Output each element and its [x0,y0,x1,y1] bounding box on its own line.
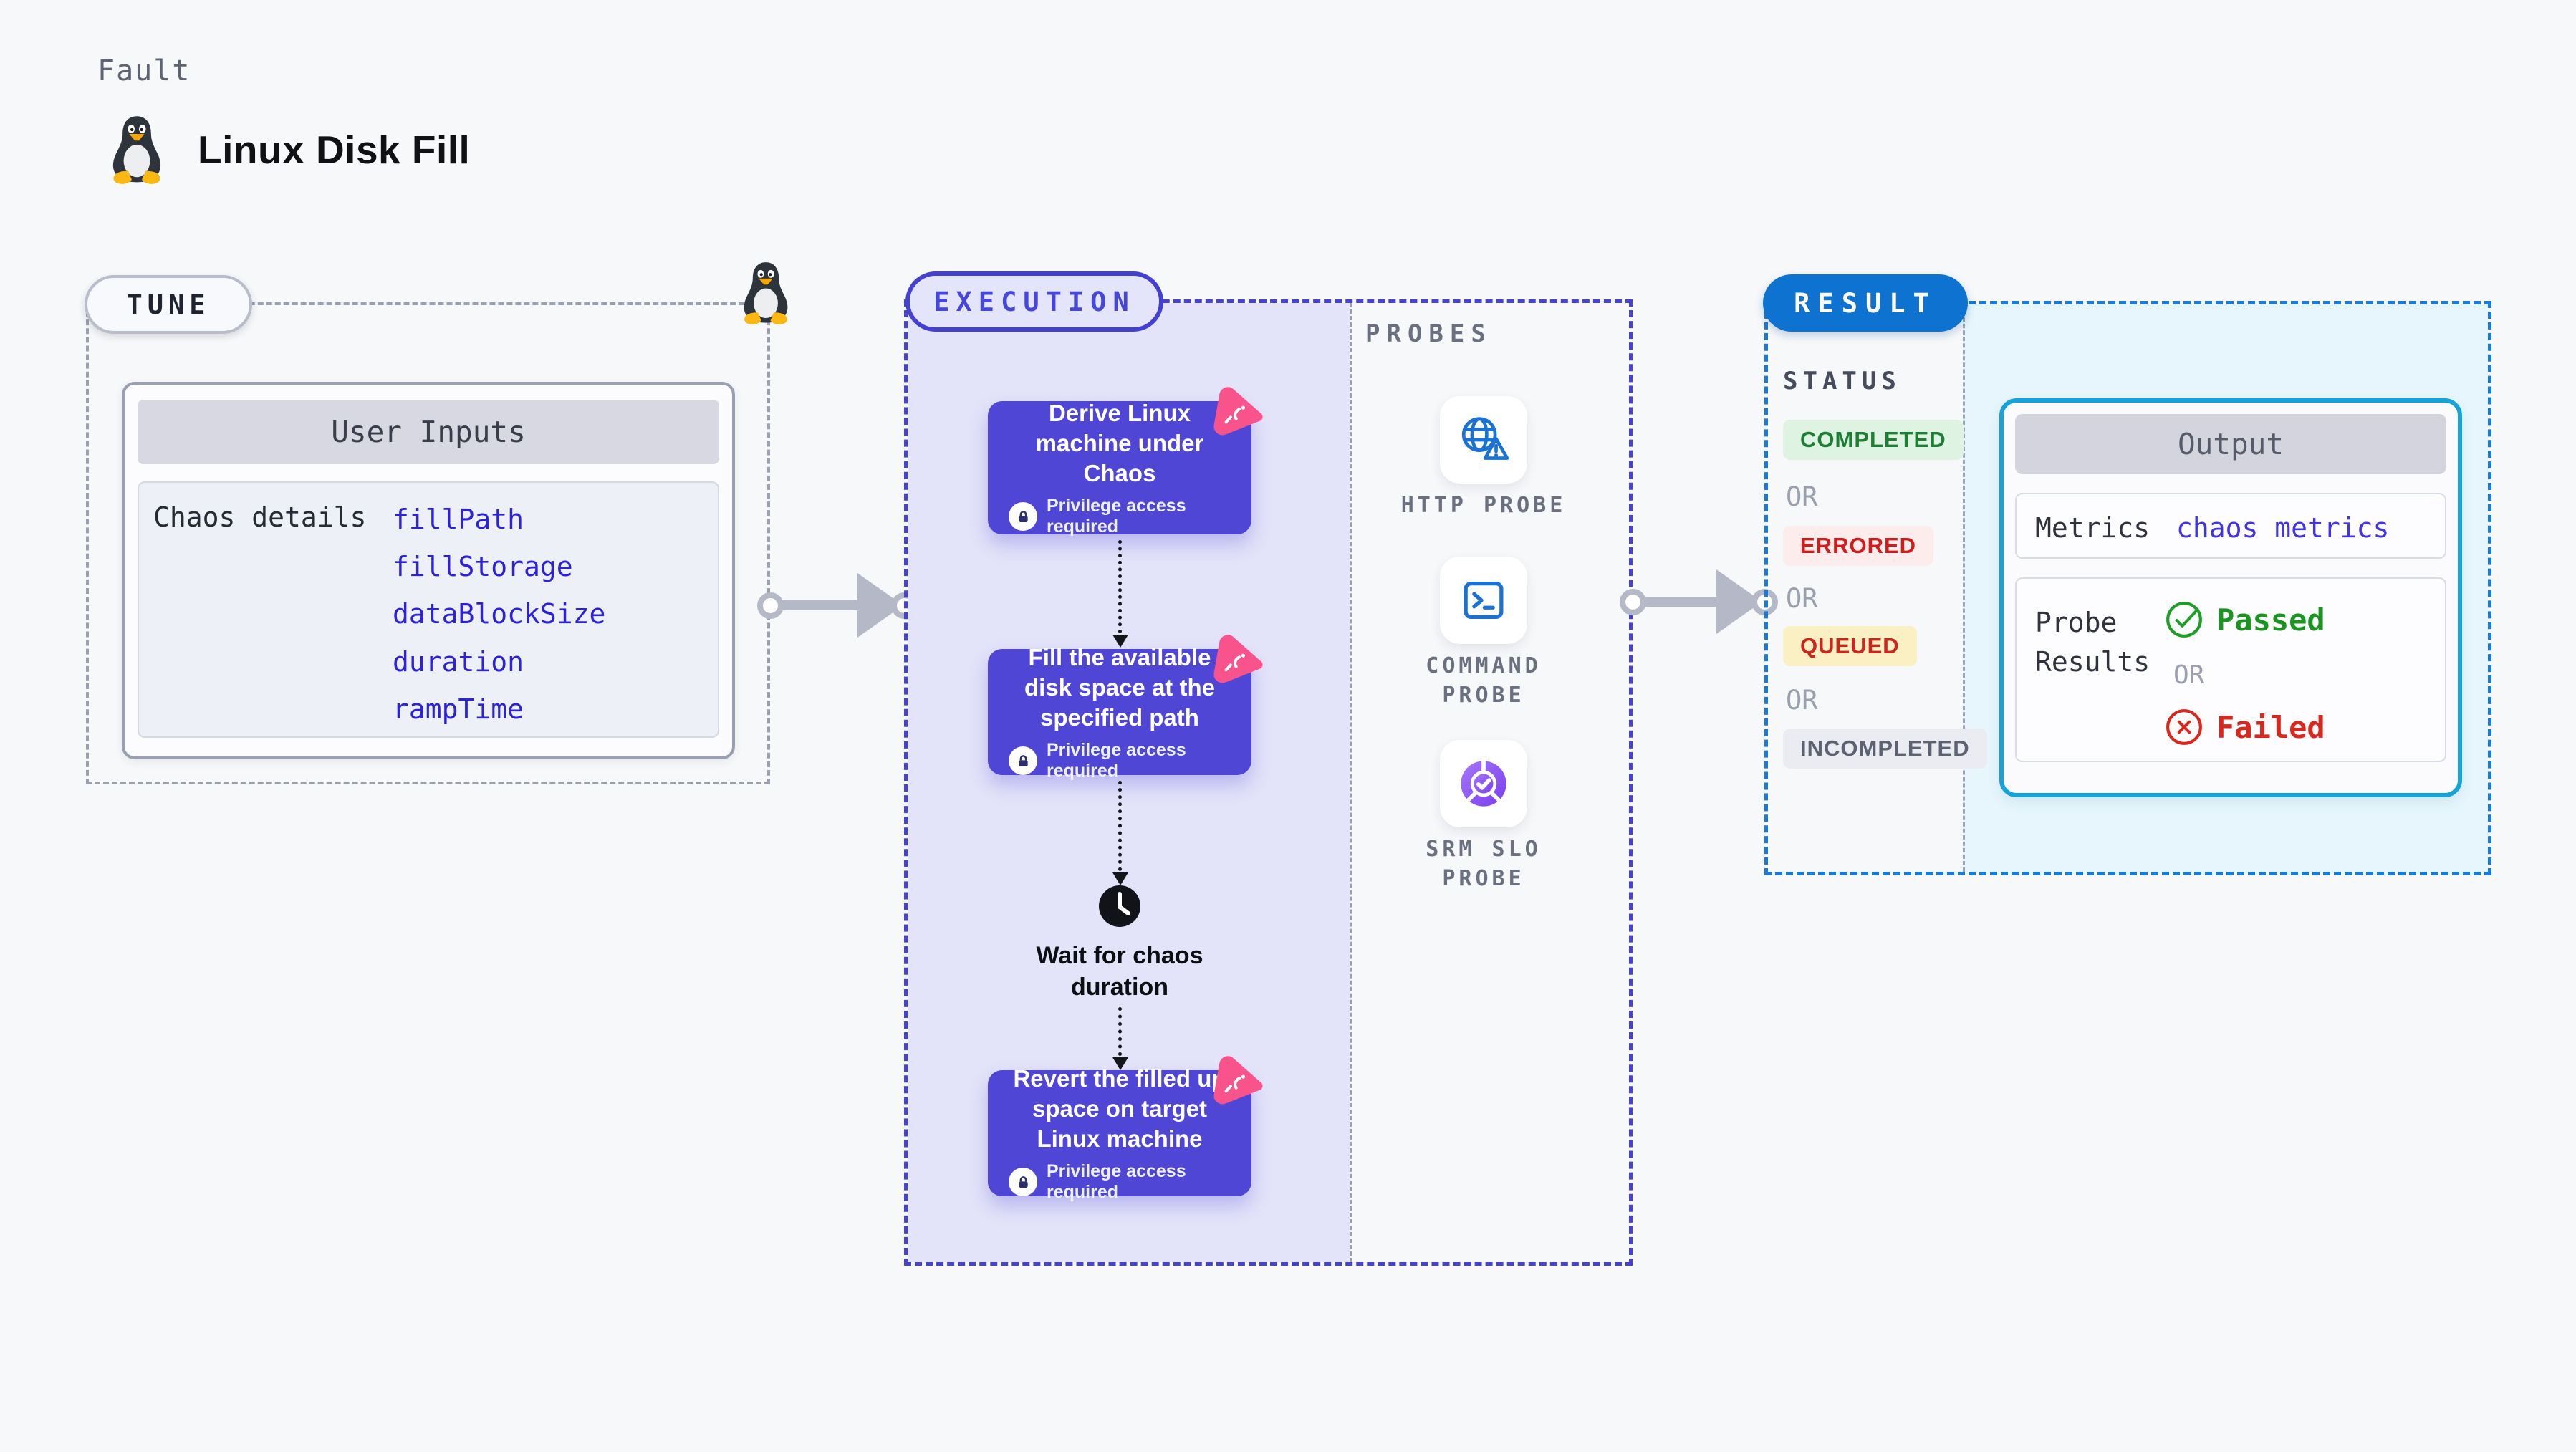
tux-penguin-icon [106,113,168,186]
metrics-label: Metrics [2035,512,2150,544]
command-probe-card [1440,557,1527,644]
result-section-badge: RESULT [1763,274,1968,332]
privilege-row: Privilege access required [1009,1161,1231,1203]
execution-step-derive: Derive Linux machine under Chaos Privile… [988,399,1251,537]
flow-arrow-line [1118,540,1122,633]
metrics-row [2015,493,2446,559]
tune-value-fillpath: fillPath [393,504,524,535]
passed-label: Passed [2216,602,2325,638]
or-separator: OR [1786,685,1818,716]
probe-results-label: Probe Results [2035,607,2150,678]
srm-slo-probe-label: SRM SLO PROBE [1426,837,1542,891]
connector-node-dot [1620,589,1646,615]
check-circle-icon [2165,600,2203,639]
tux-penguin-icon [738,259,794,327]
failed-label: Failed [2216,709,2325,745]
http-probe-card [1440,396,1527,484]
privilege-label: Privilege access required [1047,740,1186,782]
flow-arrowhead-icon [1112,635,1128,648]
page-title: Linux Disk Fill [198,128,471,172]
connector-arrow-line [776,600,863,610]
result-status-divider [1963,304,1965,872]
http-probe-label: HTTP PROBE [1400,493,1567,518]
step-title: Revert the filled up space on target Lin… [1013,1064,1226,1153]
slo-donut-check-icon [1456,756,1511,811]
tune-value-datablocksize: dataBlockSize [393,598,606,630]
chaos-metrics-link[interactable]: chaos metrics [2176,512,2390,544]
execution-step-revert: Revert the filled up space on target Lin… [988,1065,1251,1202]
x-circle-icon [2165,708,2203,746]
tune-section-frame [86,302,770,784]
privilege-label: Privilege access required [1047,496,1186,537]
privilege-label: Privilege access required [1047,1161,1186,1203]
user-inputs-body [138,481,719,738]
terminal-icon [1456,573,1511,628]
tune-section-badge: TUNE [85,275,252,334]
tune-value-duration: duration [393,646,524,678]
page-title-row: Linux Disk Fill [106,113,470,186]
chaos-triangle-icon [1206,629,1270,693]
chaos-details-label: Chaos details [153,501,367,533]
globe-alert-icon [1456,413,1511,467]
or-separator: OR [2173,660,2205,690]
privilege-row: Privilege access required [1009,496,1231,537]
step-title: Derive Linux machine under Chaos [1035,399,1204,487]
privilege-row: Privilege access required [1009,740,1231,782]
connector-arrow-line [1639,597,1722,607]
tune-value-fillstorage: fillStorage [393,551,573,582]
flow-arrowhead-icon [1112,872,1128,885]
probes-section-label: PROBES [1365,319,1492,348]
flow-arrow-line [1118,781,1122,871]
lock-icon [1009,746,1037,776]
fault-eyebrow: Fault [97,54,191,87]
lock-icon [1009,1168,1037,1197]
status-badge-queued: QUEUED [1783,626,1917,666]
lock-icon [1009,502,1037,532]
probe-results-row [2015,577,2446,762]
status-badge-errored: ERRORED [1783,526,1934,566]
status-badge-incompleted: INCOMPLETED [1783,729,1987,769]
flow-arrow-line [1118,1007,1122,1056]
execution-step-fill: Fill the available disk space at the spe… [988,644,1251,781]
srm-slo-probe-card [1440,740,1527,827]
clock-icon [1097,884,1142,928]
chaos-triangle-icon [1206,1050,1270,1115]
or-separator: OR [1786,481,1818,512]
tune-value-ramptime: rampTime [393,693,524,725]
execution-section-badge: EXECUTION [905,271,1163,332]
step-title: Fill the available disk space at the spe… [1024,643,1215,731]
failed-verdict: Failed [2165,708,2325,746]
status-badge-completed: COMPLETED [1783,420,1964,460]
command-probe-label: COMMAND PROBE [1426,653,1542,708]
output-header: Output [2015,414,2446,474]
flow-arrowhead-icon [1112,1057,1128,1070]
execution-probes-divider [1350,303,1352,1262]
wait-duration-label: Wait for chaos duration [1036,942,1203,1001]
chaos-triangle-icon [1206,381,1270,446]
or-separator: OR [1786,583,1818,614]
status-heading: STATUS [1783,367,1901,395]
user-inputs-header: User Inputs [138,400,719,464]
passed-verdict: Passed [2165,600,2325,639]
connector-node-dot [757,592,784,619]
